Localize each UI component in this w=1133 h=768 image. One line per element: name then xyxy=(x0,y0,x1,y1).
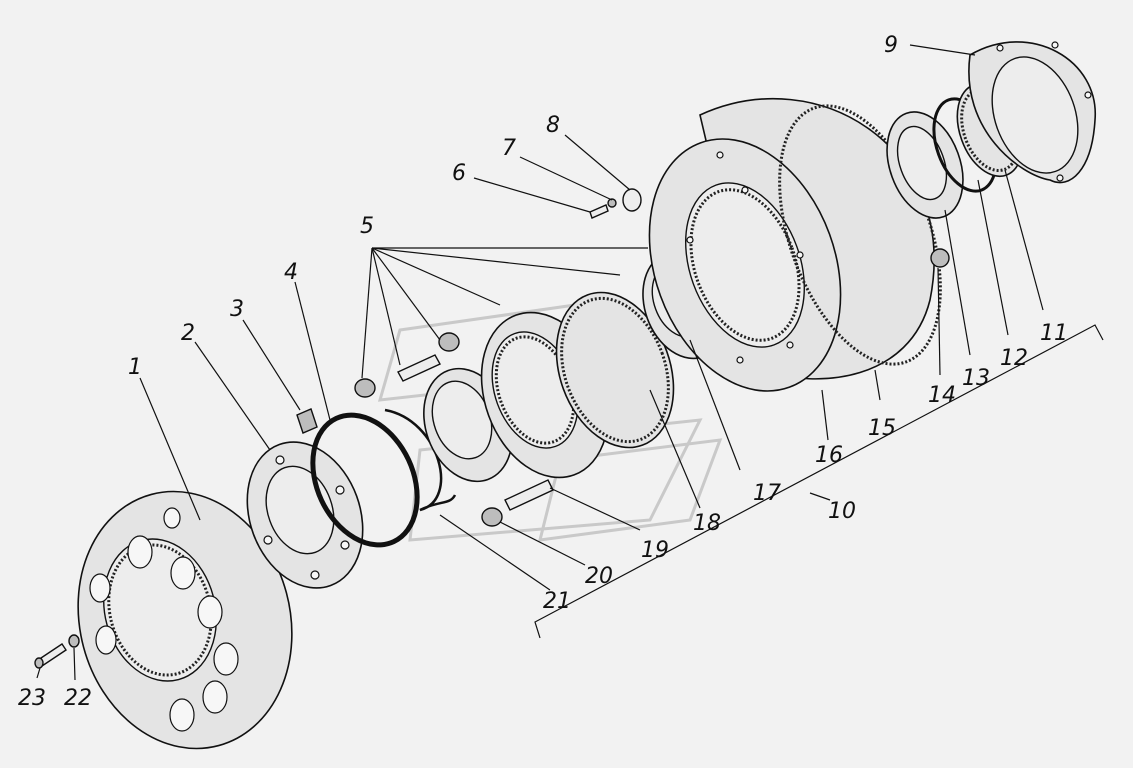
part-20-wheel-nut xyxy=(481,507,503,527)
callout-14: 14 xyxy=(928,383,956,408)
callout-7: 7 xyxy=(502,136,516,161)
callout-11: 11 xyxy=(1040,321,1068,346)
callout-20: 20 xyxy=(585,564,613,589)
callout-19: 19 xyxy=(641,538,669,563)
part-15-brake-drum xyxy=(648,98,942,392)
part-21-lock-ring xyxy=(384,408,457,512)
callout-5: 5 xyxy=(360,214,374,239)
callout-23: 23 xyxy=(18,686,46,711)
callout-17: 17 xyxy=(753,481,781,506)
callout-15: 15 xyxy=(868,416,896,441)
callout-12: 12 xyxy=(1000,346,1028,371)
part-14-nut xyxy=(930,248,950,268)
callout-21: 21 xyxy=(543,589,571,614)
callout-3: 3 xyxy=(230,297,244,322)
callout-4: 4 xyxy=(284,260,298,285)
part-10-bracket xyxy=(534,324,1104,639)
part-9-flange-plate xyxy=(968,41,1096,184)
callout-9: 9 xyxy=(884,33,898,58)
part-19-wheel-stud xyxy=(504,479,554,511)
callout-labels: 1 2 3 4 5 6 7 8 9 10 11 12 13 14 15 16 1… xyxy=(18,33,1068,711)
callout-1: 1 xyxy=(128,355,142,380)
callout-18: 18 xyxy=(693,511,721,536)
callout-2: 2 xyxy=(181,321,195,346)
callout-16: 16 xyxy=(815,443,843,468)
part-18-wheel-hub xyxy=(555,291,675,449)
callout-10: 10 xyxy=(828,499,856,524)
part-3-plug xyxy=(296,408,318,434)
part-8-plate xyxy=(622,188,642,212)
part-4-gasket xyxy=(310,412,420,548)
part-7-washer xyxy=(607,198,617,208)
part-1-brake-disc xyxy=(77,490,293,750)
callout-22: 22 xyxy=(64,686,92,711)
part-5-studs-and-nuts xyxy=(354,332,460,398)
callout-13: 13 xyxy=(962,366,990,391)
callout-8: 8 xyxy=(546,113,560,138)
callout-6: 6 xyxy=(452,161,466,186)
part-22-washer xyxy=(68,634,80,648)
leader-lines xyxy=(36,44,1044,681)
part-6-bolt xyxy=(589,204,609,219)
part-23-bolt xyxy=(34,643,67,669)
